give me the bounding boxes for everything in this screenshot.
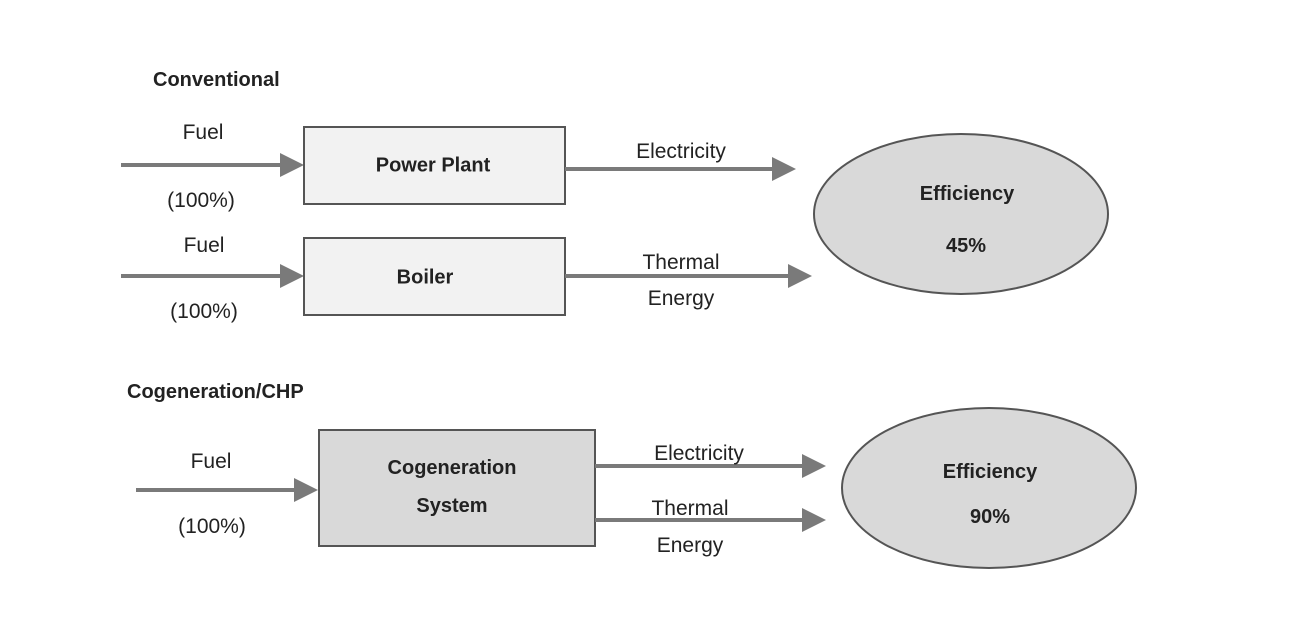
boiler-box bbox=[303, 237, 566, 316]
cogen-fuel-label: Fuel bbox=[191, 450, 232, 473]
cogen-efficiency-label: Efficiency bbox=[943, 461, 1038, 483]
thermal-output-label-line1: Thermal bbox=[642, 251, 719, 274]
cogeneration-system-label-line2: System bbox=[416, 495, 487, 517]
electricity-output-label: Electricity bbox=[636, 140, 726, 163]
cogen-electricity-label: Electricity bbox=[654, 442, 744, 465]
cogen-thermal-label-line2: Energy bbox=[657, 534, 724, 557]
power-plant-fuel-label: Fuel bbox=[183, 121, 224, 144]
boiler-fuel-label: Fuel bbox=[184, 234, 225, 257]
cogeneration-heading: Cogeneration/CHP bbox=[127, 381, 304, 403]
cogeneration-system-box bbox=[318, 429, 596, 547]
power-plant-label: Power Plant bbox=[376, 154, 491, 176]
conventional-efficiency-ellipse bbox=[813, 133, 1109, 295]
power-plant-box bbox=[303, 126, 566, 205]
cogen-fuel-share: (100%) bbox=[178, 515, 246, 538]
power-plant-fuel-share: (100%) bbox=[167, 189, 235, 212]
conventional-heading: Conventional bbox=[153, 69, 280, 91]
cogeneration-system-label-line1: Cogeneration bbox=[388, 457, 517, 479]
conventional-efficiency-value: 45% bbox=[946, 235, 986, 257]
boiler-fuel-share: (100%) bbox=[170, 300, 238, 323]
cogen-efficiency-ellipse bbox=[841, 407, 1137, 569]
thermal-output-label-line2: Energy bbox=[648, 287, 715, 310]
conventional-efficiency-label: Efficiency bbox=[920, 183, 1015, 205]
boiler-label: Boiler bbox=[397, 266, 454, 288]
cogen-efficiency-value: 90% bbox=[970, 506, 1010, 528]
cogen-thermal-label-line1: Thermal bbox=[651, 497, 728, 520]
